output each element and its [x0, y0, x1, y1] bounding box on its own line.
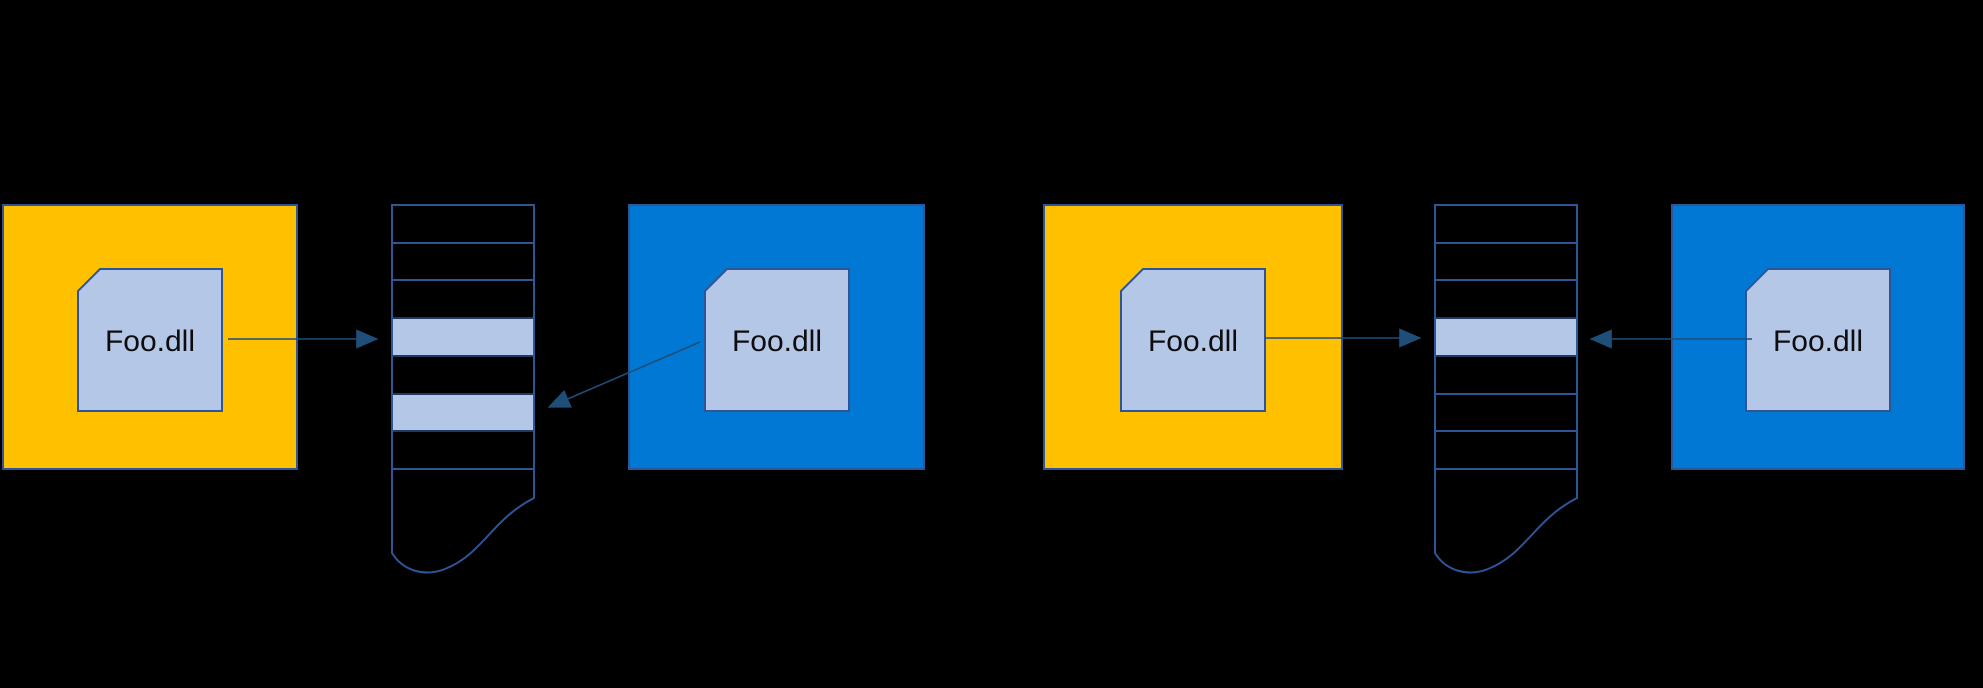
memory-row	[393, 241, 533, 280]
memory-row-mapped	[393, 317, 533, 355]
memory-row	[1436, 354, 1576, 393]
dll-file-icon: Foo.dll	[703, 268, 850, 412]
memory-row	[393, 206, 533, 242]
process-box-blue-left: Foo.dll	[628, 204, 925, 470]
dll-file-label: Foo.dll	[105, 325, 195, 358]
process-box-blue-right: Foo.dll	[1671, 204, 1965, 470]
dll-file-label: Foo.dll	[1148, 325, 1238, 358]
memory-column-left	[391, 204, 535, 580]
memory-row	[1436, 241, 1576, 280]
dll-file-label: Foo.dll	[1773, 325, 1863, 358]
memory-rows	[391, 204, 535, 470]
process-box-yellow-left: Foo.dll	[2, 204, 298, 470]
memory-column-torn-edge	[391, 468, 535, 574]
memory-row	[393, 279, 533, 317]
document-shape	[1120, 268, 1266, 412]
document-shape	[1745, 268, 1891, 412]
memory-row	[393, 354, 533, 393]
process-box-yellow-right: Foo.dll	[1043, 204, 1343, 470]
memory-column-right	[1434, 204, 1578, 580]
document-shape	[703, 268, 850, 412]
memory-rows	[1434, 204, 1578, 470]
document-shape	[77, 268, 223, 412]
memory-row	[1436, 430, 1576, 468]
memory-row	[1436, 206, 1576, 242]
memory-row-mapped	[1436, 317, 1576, 355]
dll-file-icon: Foo.dll	[77, 268, 223, 412]
memory-column-torn-edge	[1434, 468, 1578, 574]
memory-row	[1436, 392, 1576, 431]
dll-file-icon: Foo.dll	[1745, 268, 1891, 412]
memory-row	[393, 430, 533, 468]
memory-row-mapped	[393, 392, 533, 431]
memory-row	[1436, 279, 1576, 317]
dll-file-label: Foo.dll	[731, 325, 821, 358]
dll-file-icon: Foo.dll	[1120, 268, 1266, 412]
